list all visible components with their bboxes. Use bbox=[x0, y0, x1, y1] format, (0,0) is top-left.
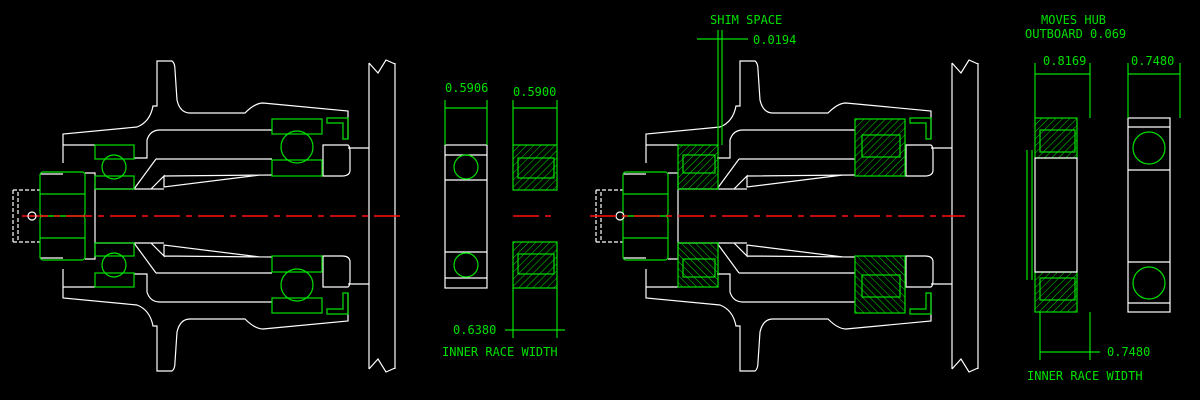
moves-hub-label: MOVES HUB bbox=[1041, 13, 1106, 27]
dim-taper-width: 0.5900 bbox=[513, 85, 556, 99]
tapered-bearing-section bbox=[512, 144, 558, 289]
center-mark-icon bbox=[27, 211, 37, 221]
inner-race-label: INNER RACE WIDTH bbox=[442, 345, 558, 359]
left-hub-assembly bbox=[12, 59, 400, 373]
shim-space-value: 0.0194 bbox=[753, 33, 796, 47]
outboard-label: OUTBOARD 0.069 bbox=[1025, 27, 1126, 41]
right-ball-bearing-section bbox=[1127, 117, 1171, 313]
ball-bearing-section bbox=[444, 144, 488, 289]
dim-ball-width: 0.5906 bbox=[445, 81, 488, 95]
right-tapered-bearing-section bbox=[1026, 117, 1078, 313]
dimension-lines bbox=[444, 30, 1181, 360]
dim-inner-race: 0.6380 bbox=[453, 323, 496, 337]
dim-right-inner-race: 0.7480 bbox=[1107, 345, 1150, 359]
dim-right-ball-width: 0.7480 bbox=[1131, 54, 1174, 68]
right-inner-race-label: INNER RACE WIDTH bbox=[1027, 369, 1143, 383]
dim-right-taper-width: 0.8169 bbox=[1043, 54, 1086, 68]
shim-space-label: SHIM SPACE bbox=[710, 13, 782, 27]
